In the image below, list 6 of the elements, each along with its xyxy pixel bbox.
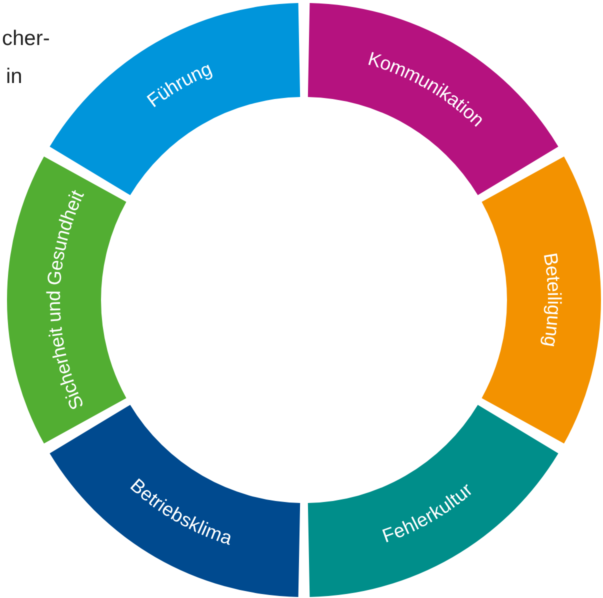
text-fragment: in [6, 66, 22, 87]
ring-segment [308, 404, 558, 597]
ring-segment [308, 3, 558, 196]
ring-segment [7, 156, 126, 444]
text-fragment: cher- [2, 28, 50, 49]
ring-segment [482, 156, 601, 444]
